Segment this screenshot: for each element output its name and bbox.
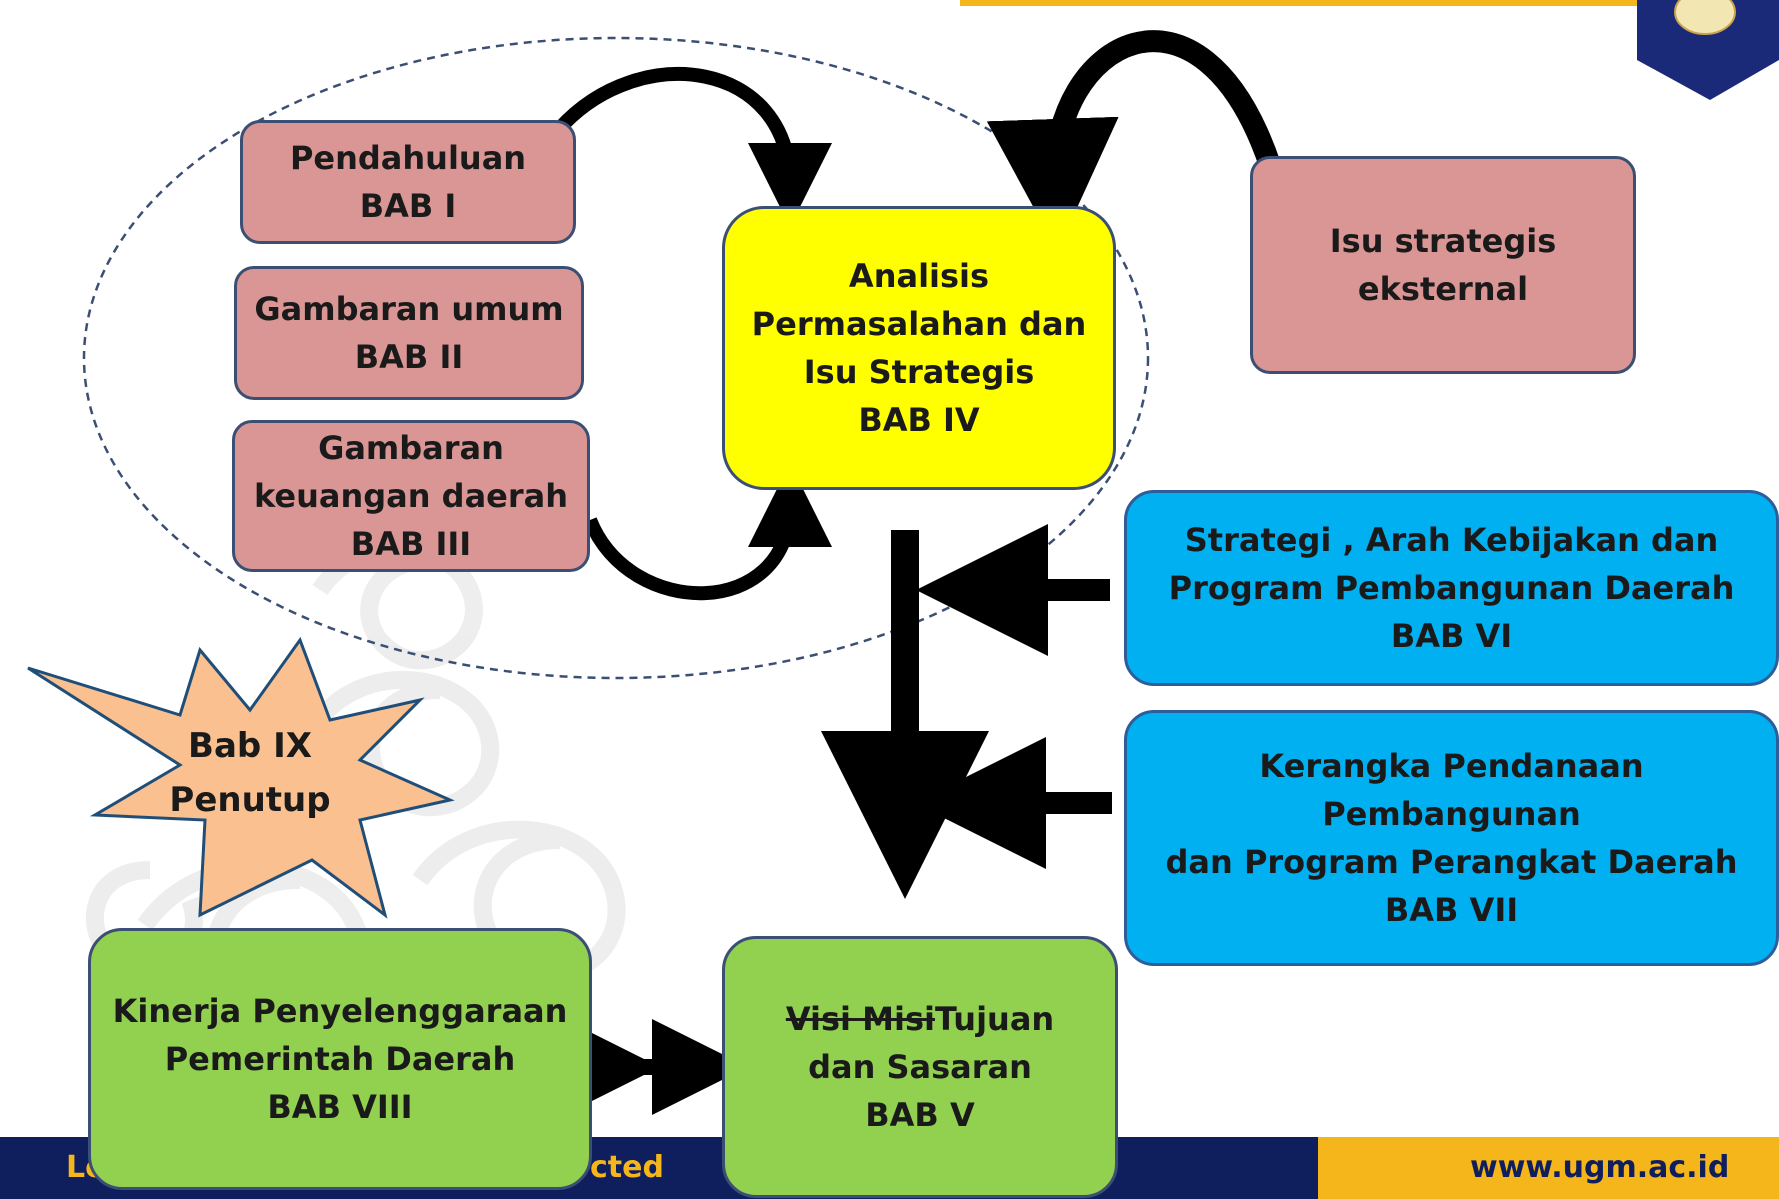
box-text: BAB II xyxy=(354,338,464,376)
box-text: Gambaran xyxy=(318,429,504,467)
box-strategi-bab6: Strategi , Arah Kebijakan dan Program Pe… xyxy=(1124,490,1779,686)
box-pendahuluan-bab1: Pendahuluan BAB I xyxy=(240,120,576,244)
box-text: BAB V xyxy=(865,1096,975,1134)
star-text: Bab IX xyxy=(188,726,312,766)
box-text: Program Pembangunan Daerah xyxy=(1168,569,1735,607)
box-text-line: Visi MisiTujuan xyxy=(786,995,1054,1043)
box-text: Kerangka Pendanaan Pembangunan xyxy=(1259,747,1644,833)
box-text: Strategi , Arah Kebijakan dan xyxy=(1184,521,1719,559)
box-text: Pemerintah Daerah xyxy=(164,1040,516,1078)
box-gambaran-keuangan-bab3: Gambaran keuangan daerah BAB III xyxy=(232,420,590,572)
box-kerangka-pendanaan-bab7: Kerangka Pendanaan Pembangunan dan Progr… xyxy=(1124,710,1779,966)
header-accent-line xyxy=(960,0,1640,6)
box-text: Isu strategis xyxy=(1329,222,1557,260)
box-text: Isu Strategis xyxy=(803,353,1035,391)
box-text: BAB VIII xyxy=(267,1088,413,1126)
box-text: BAB III xyxy=(350,525,472,563)
box-text: dan Sasaran xyxy=(808,1048,1032,1086)
box-analisis-bab4: Analisis Permasalahan dan Isu Strategis … xyxy=(722,206,1116,490)
box-text-struck: Visi Misi xyxy=(785,1000,935,1038)
box-text: BAB VII xyxy=(1384,891,1519,929)
arrow-bab3-to-bab4 xyxy=(583,463,832,601)
box-text: Gambaran umum xyxy=(254,290,564,328)
star-text-penutup: Bab IX Penutup xyxy=(150,718,350,828)
box-text: Kinerja Penyelenggaraan xyxy=(112,992,568,1030)
box-text: Tujuan xyxy=(934,1000,1055,1038)
grouping-ellipse xyxy=(82,36,1150,680)
ugm-crest-logo xyxy=(1637,0,1779,100)
footer-text-fragment: cted xyxy=(590,1150,664,1185)
box-visi-tujuan-bab5: Visi MisiTujuan dan Sasaran BAB V xyxy=(722,936,1118,1198)
box-gambaran-umum-bab2: Gambaran umum BAB II xyxy=(234,266,584,400)
star-text: Penutup xyxy=(169,780,331,820)
footer-bar-right xyxy=(1318,1137,1779,1199)
box-text: Analisis xyxy=(848,257,990,295)
box-text: BAB VI xyxy=(1390,617,1513,655)
penutup-star xyxy=(27,636,455,919)
arrow-bab1-to-bab4 xyxy=(554,67,832,227)
box-text: Permasalahan dan xyxy=(751,305,1087,343)
box-text: dan Program Perangkat Daerah xyxy=(1165,843,1738,881)
box-kinerja-bab8: Kinerja Penyelenggaraan Pemerintah Daera… xyxy=(88,928,592,1190)
box-isu-strategis-eksternal: Isu strategis eksternal xyxy=(1250,156,1636,374)
box-text: BAB I xyxy=(359,187,457,225)
box-text: BAB IV xyxy=(858,401,980,439)
box-text: Pendahuluan xyxy=(289,139,527,177)
arrow-isu-to-bab4 xyxy=(986,30,1281,251)
box-text: keuangan daerah xyxy=(253,477,569,515)
box-text: eksternal xyxy=(1357,270,1529,308)
footer-url-link[interactable]: www.ugm.ac.id xyxy=(1470,1150,1730,1185)
